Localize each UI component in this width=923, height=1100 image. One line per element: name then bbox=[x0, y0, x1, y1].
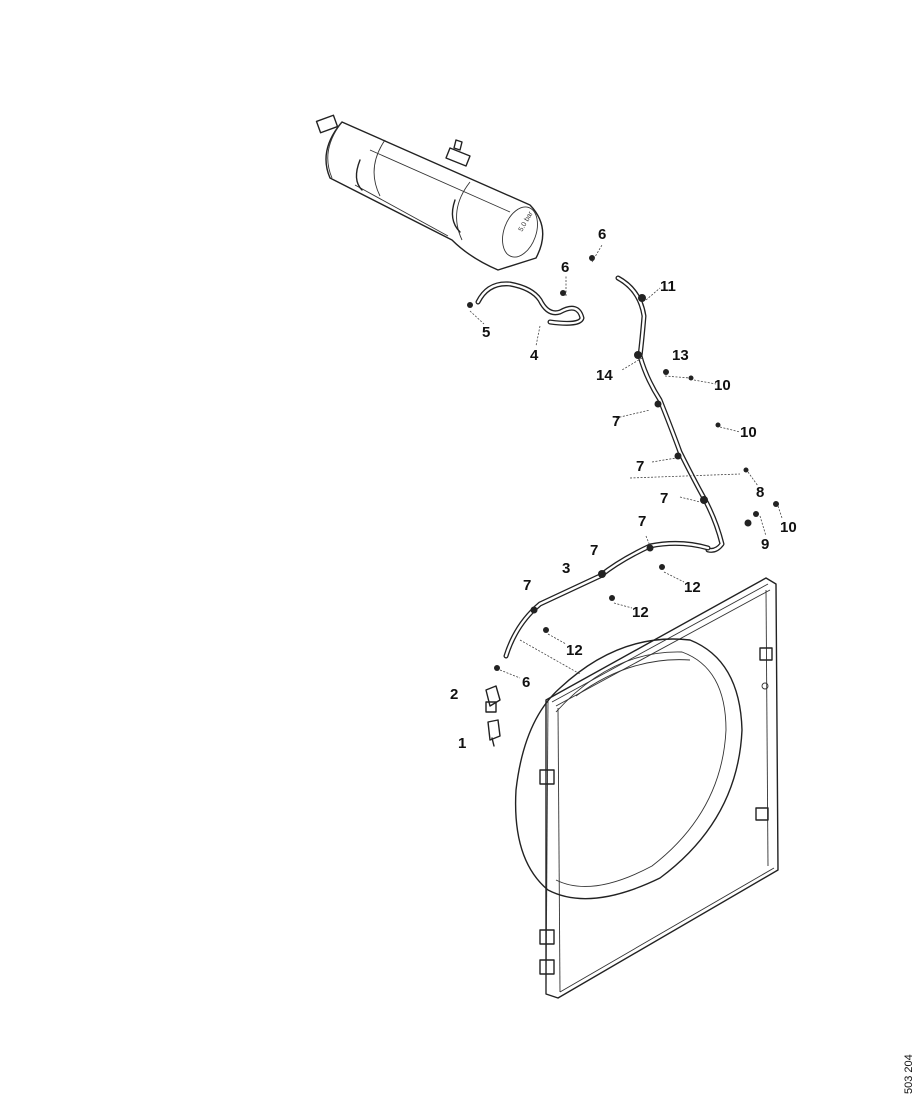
callout-2: 2 bbox=[450, 686, 458, 703]
tank: 5.0 bar bbox=[315, 114, 544, 271]
callout-12-b: 12 bbox=[632, 604, 649, 621]
document-number: 503 204 bbox=[903, 1054, 915, 1094]
coupling bbox=[485, 685, 501, 747]
callout-10-a: 10 bbox=[714, 377, 731, 394]
callout-7-f: 7 bbox=[523, 577, 531, 594]
callout-6-upper: 6 bbox=[598, 226, 606, 243]
callout-1: 1 bbox=[458, 735, 466, 752]
front-panel bbox=[514, 577, 779, 999]
callout-12-c: 12 bbox=[566, 642, 583, 659]
callout-3: 3 bbox=[562, 560, 570, 577]
callout-labels: 1 2 3 4 5 6 6 6 7 7 7 7 7 7 8 9 10 10 10… bbox=[450, 226, 797, 752]
callout-10-c: 10 bbox=[780, 519, 797, 536]
callout-7-c: 7 bbox=[660, 490, 668, 507]
hose-clamps bbox=[530, 294, 708, 614]
svg-text:5.0 bar: 5.0 bar bbox=[518, 210, 535, 233]
fasteners bbox=[467, 255, 779, 671]
hose-main bbox=[615, 275, 725, 553]
callout-7-a: 7 bbox=[612, 413, 620, 430]
callout-8: 8 bbox=[756, 484, 764, 501]
callout-14: 14 bbox=[596, 367, 613, 384]
callout-6-lower: 6 bbox=[522, 674, 530, 691]
callout-7-e: 7 bbox=[590, 542, 598, 559]
leader-lines bbox=[469, 244, 783, 679]
callout-6-middle: 6 bbox=[561, 259, 569, 276]
callout-7-b: 7 bbox=[636, 458, 644, 475]
callout-11: 11 bbox=[660, 278, 676, 295]
callout-10-b: 10 bbox=[740, 424, 757, 441]
callout-12-a: 12 bbox=[684, 579, 701, 596]
callout-5: 5 bbox=[482, 324, 490, 341]
callout-7-d: 7 bbox=[638, 513, 646, 530]
callout-9: 9 bbox=[761, 536, 769, 553]
hose-4 bbox=[475, 281, 585, 326]
callout-13: 13 bbox=[672, 347, 689, 364]
callout-4: 4 bbox=[530, 347, 539, 364]
